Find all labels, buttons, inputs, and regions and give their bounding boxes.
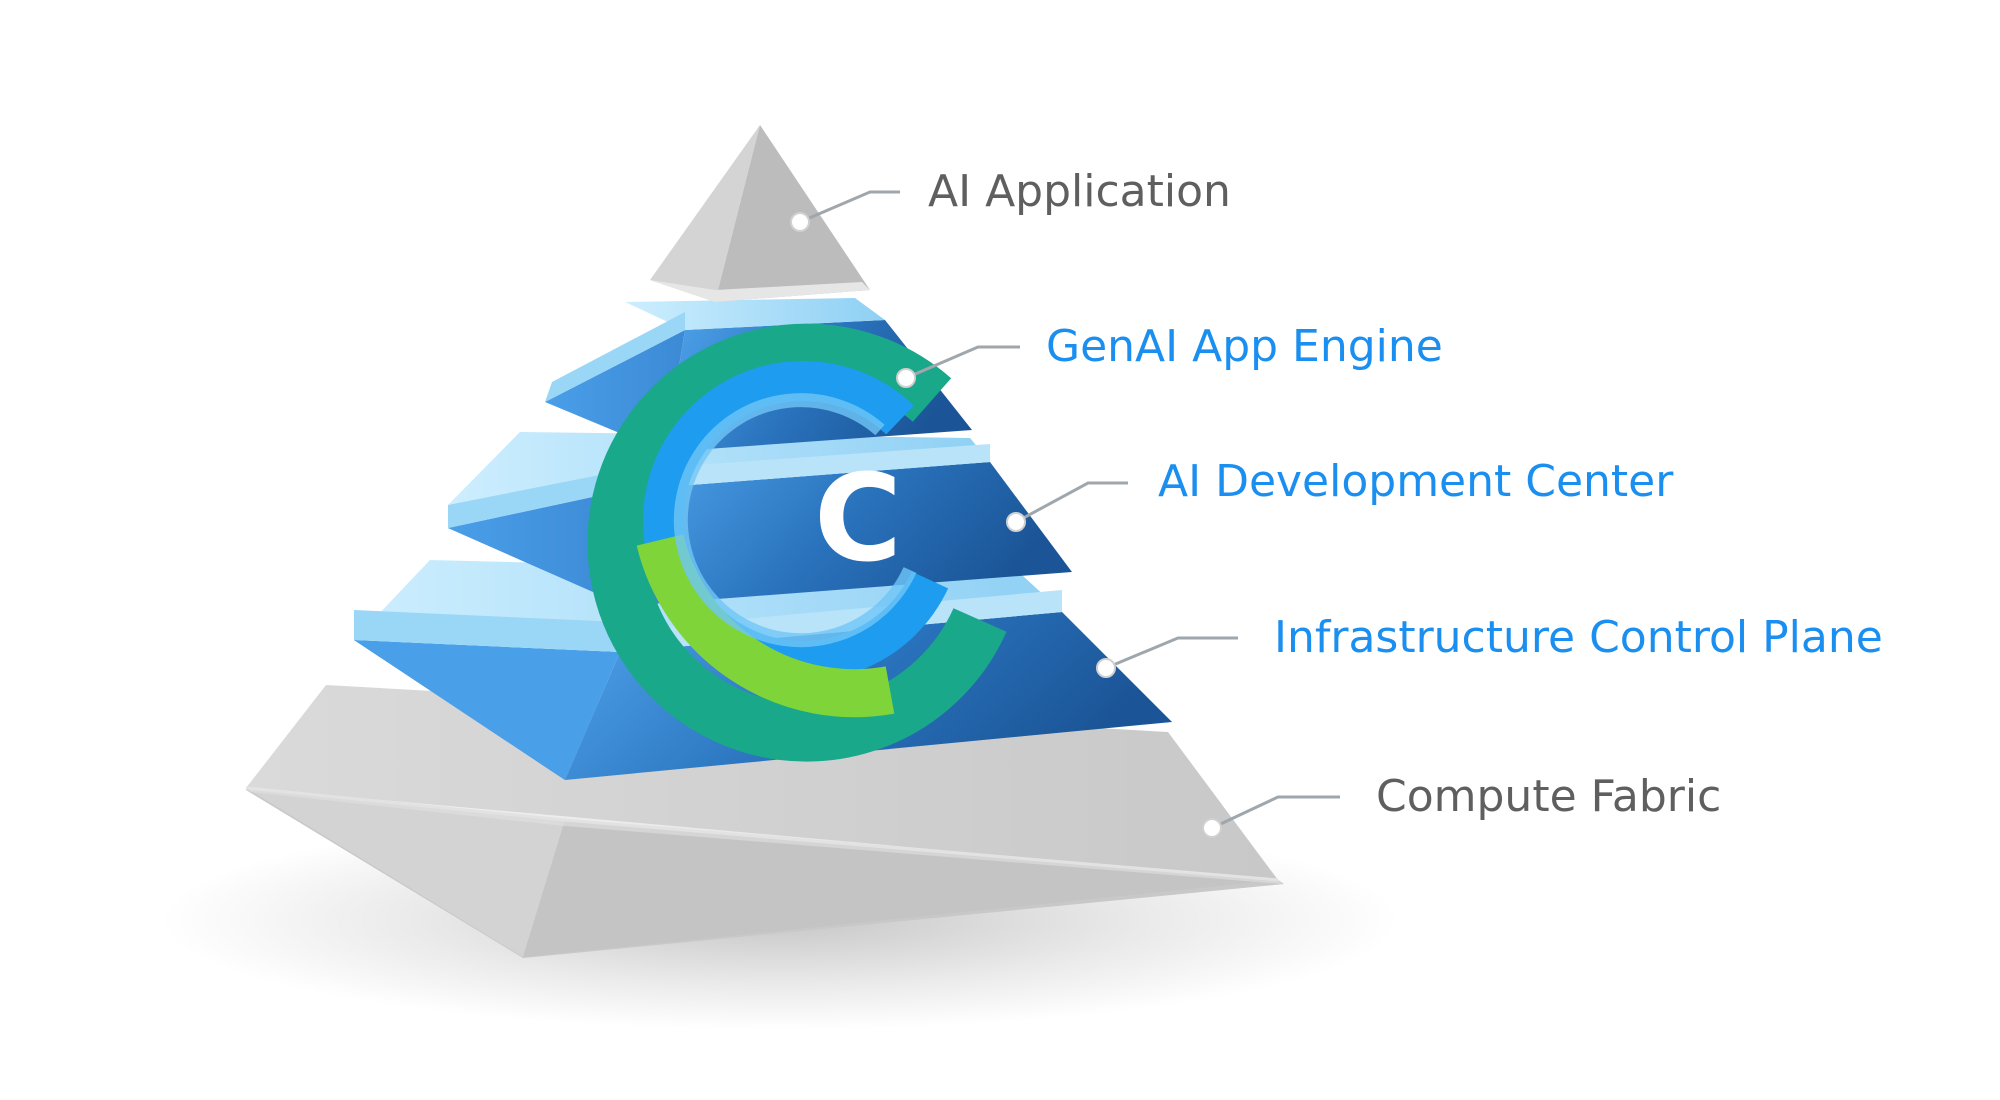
label-genai-app-engine: GenAI App Engine <box>1046 321 1443 372</box>
leader-line-compute-fabric <box>1202 795 1340 838</box>
leader-line-genai-app-engine <box>896 345 1020 388</box>
leader-line-ai-application <box>790 190 900 232</box>
c-ring-logo-icon <box>587 323 1007 762</box>
leader-line-infrastructure-control-plane <box>1096 636 1238 678</box>
label-compute-fabric: Compute Fabric <box>1376 771 1722 822</box>
leader-line-ai-development-center <box>1006 481 1128 532</box>
label-infrastructure-control-plane: Infrastructure Control Plane <box>1274 612 1883 663</box>
label-ai-application: AI Application <box>928 166 1231 217</box>
label-ai-development-center: AI Development Center <box>1158 456 1674 507</box>
logo-letter: C <box>814 450 902 589</box>
tier-ai-development-center <box>448 432 1072 606</box>
tier-ai-application <box>650 125 870 302</box>
